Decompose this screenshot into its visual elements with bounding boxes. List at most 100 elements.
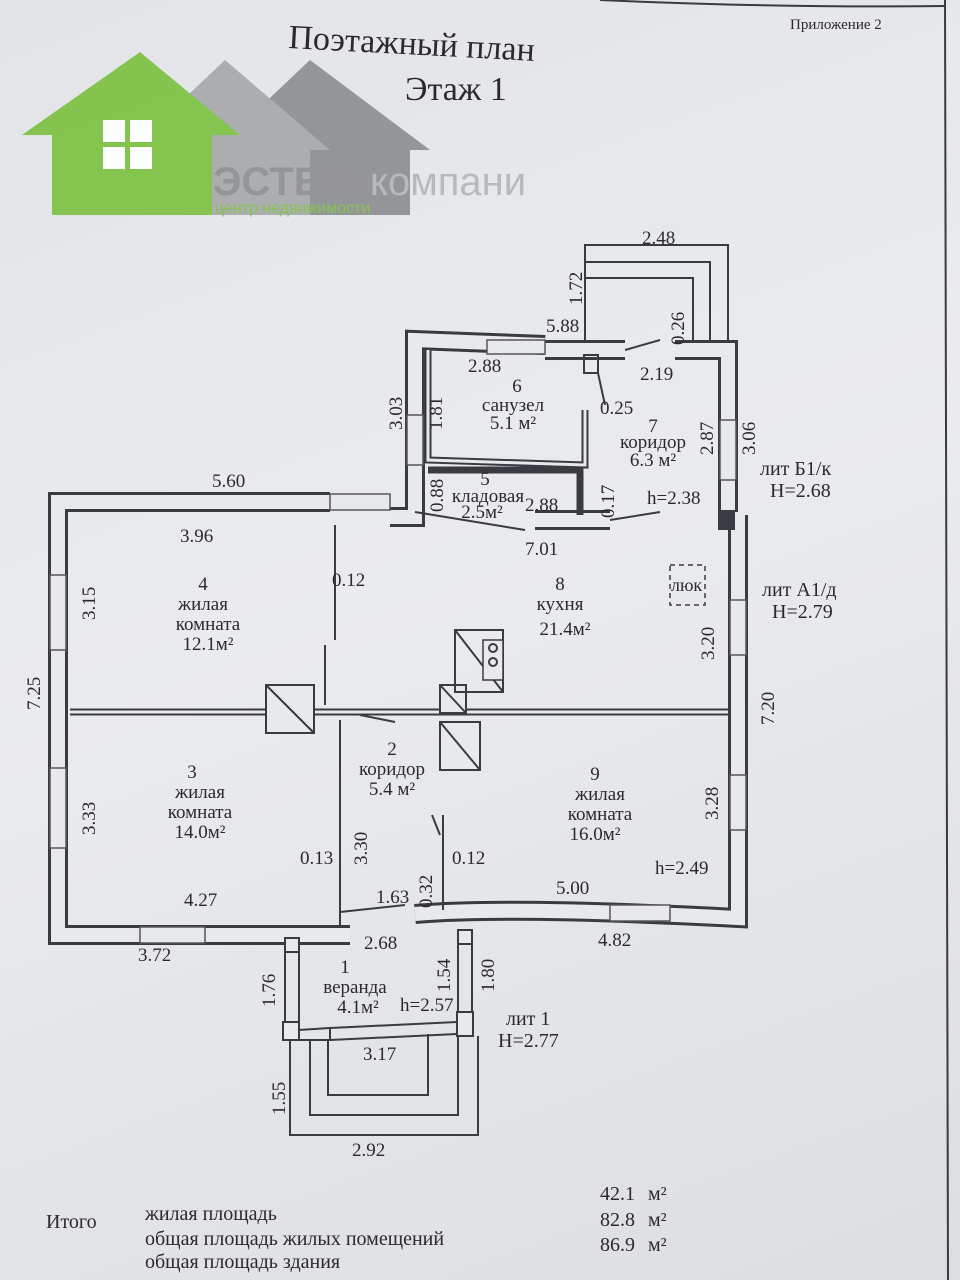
total-living-area-label: жилая площадь (144, 1203, 277, 1225)
svg-text:9: 9 (590, 764, 600, 785)
dimension: 2.68 (364, 933, 397, 954)
svg-text:санузел: санузел (482, 395, 545, 416)
hatch-outline (669, 564, 706, 606)
dimension-labels: 2.48 1.72 5.88 0.26 2.88 2.19 3.03 1.81 … (24, 228, 779, 1161)
dimension: 1.63 (376, 887, 409, 908)
dimension: 3.72 (138, 945, 171, 966)
hatch-label: люк (671, 575, 702, 595)
dimension: 7.25 (24, 677, 45, 710)
dimension: 0.26 (668, 312, 689, 345)
logo-brand-light: компани (370, 160, 526, 204)
dimension: 3.28 (702, 787, 723, 820)
dimension: 0.88 (427, 479, 448, 512)
dimension: 2.88 (468, 356, 501, 377)
interior-partitions (70, 339, 728, 925)
dimension: 5.60 (212, 471, 245, 492)
svg-text:лит 1: лит 1 (506, 1008, 550, 1030)
dimension: 4.27 (184, 890, 217, 911)
dimension: 5.88 (546, 316, 579, 337)
room-4-label: 4 жилая комната 12.1м² (176, 574, 241, 655)
logo-tagline: центр недвижимости (215, 200, 370, 217)
dimension: 1.54 (434, 958, 455, 992)
svg-text:жилая: жилая (177, 594, 228, 615)
svg-text:2: 2 (387, 739, 397, 760)
svg-text:12.1м²: 12.1м² (183, 634, 234, 655)
svg-text:лит Б1/к: лит Б1/к (760, 458, 831, 480)
dimension: 0.12 (452, 848, 485, 869)
dimension: 1.76 (259, 974, 280, 1007)
svg-text:4: 4 (198, 574, 208, 595)
dimension: 1.72 (566, 272, 587, 305)
svg-text:лит А1/д: лит А1/д (762, 579, 837, 601)
totals-label: Итого (46, 1211, 97, 1233)
area-totals: Итого жилая площадь общая площадь жилых … (46, 1183, 667, 1273)
svg-text:2.5м²: 2.5м² (461, 502, 503, 523)
dimension: 2.92 (352, 1140, 385, 1161)
dimension: h=2.38 (647, 488, 700, 509)
svg-text:H=2.77: H=2.77 (498, 1030, 559, 1052)
dimension: 4.82 (598, 930, 631, 951)
floor-title: Этаж 1 (405, 71, 507, 108)
dimension: 1.80 (478, 959, 499, 992)
svg-text:1: 1 (340, 957, 350, 978)
room-2-label: 2 коридор 5.4 м² (359, 739, 425, 800)
svg-text:21.4м²: 21.4м² (540, 619, 591, 640)
svg-text:кладовая: кладовая (452, 486, 524, 507)
room-1-label: 1 веранда 4.1м² (323, 957, 387, 1018)
dimension: 0.25 (600, 398, 633, 419)
dimension: 3.06 (739, 422, 760, 455)
room-9-label: 9 жилая комната 16.0м² (568, 764, 633, 845)
svg-text:3: 3 (187, 762, 197, 783)
room-3-label: 3 жилая комната 14.0м² (168, 762, 233, 843)
dimension: 3.03 (386, 397, 407, 430)
svg-text:8: 8 (555, 574, 565, 595)
veranda-walls (282, 929, 479, 1136)
dimension: 7.01 (525, 539, 558, 560)
total-living-area-value: 42.1 (600, 1183, 635, 1205)
room-8-label: 8 кухня 21.4м² (537, 574, 591, 640)
dimension: 0.13 (300, 848, 333, 869)
svg-text:комната: комната (568, 804, 633, 825)
dimension: 7.20 (758, 692, 779, 725)
windows (49, 339, 747, 944)
dimension: 3.96 (180, 526, 213, 547)
svg-text:комната: комната (176, 614, 241, 635)
sheet-border (944, 0, 949, 1280)
dimension: 1.55 (269, 1082, 290, 1115)
svg-text:5.1 м²: 5.1 м² (490, 413, 537, 434)
dimension: h=2.57 (400, 995, 453, 1016)
company-logo: ЭСТЕЙТ компани центр недвижимости (22, 52, 526, 217)
svg-text:кухня: кухня (537, 594, 584, 615)
svg-text:жилая: жилая (174, 782, 225, 803)
svg-text:5.4 м²: 5.4 м² (369, 779, 416, 800)
dimension: 0.12 (332, 570, 365, 591)
total-living-rooms-area-value: 82.8 (600, 1209, 635, 1231)
dimension: 2.19 (640, 364, 673, 385)
dimension: 0.17 (598, 485, 619, 518)
svg-text:H=2.68: H=2.68 (770, 480, 831, 502)
dimension: 2.87 (697, 422, 718, 455)
svg-text:H=2.79: H=2.79 (772, 601, 833, 623)
dimension: 3.20 (698, 627, 719, 660)
unit: м² (648, 1234, 667, 1256)
svg-text:коридор: коридор (620, 432, 686, 453)
svg-text:16.0м²: 16.0м² (570, 824, 621, 845)
plan-title: Поэтажный план (288, 19, 536, 69)
svg-text:5: 5 (480, 469, 490, 490)
dimension: h=2.49 (655, 858, 708, 879)
svg-text:7: 7 (648, 416, 658, 437)
room-7-label: 7 коридор 6.3 м² (620, 416, 686, 471)
dimension: 5.00 (556, 878, 589, 899)
svg-text:14.0м²: 14.0м² (175, 822, 226, 843)
svg-text:веранда: веранда (323, 977, 387, 998)
unit: м² (648, 1183, 667, 1205)
dimension: 1.81 (426, 397, 447, 430)
total-living-rooms-area-label: общая площадь жилых помещений (145, 1228, 444, 1250)
svg-text:жилая: жилая (574, 784, 625, 805)
annex-porch-outline (584, 244, 729, 345)
liter-1: лит 1 H=2.77 (498, 1008, 559, 1052)
appendix-label: Приложение 2 (790, 17, 882, 33)
dimension: 2.48 (642, 228, 675, 249)
